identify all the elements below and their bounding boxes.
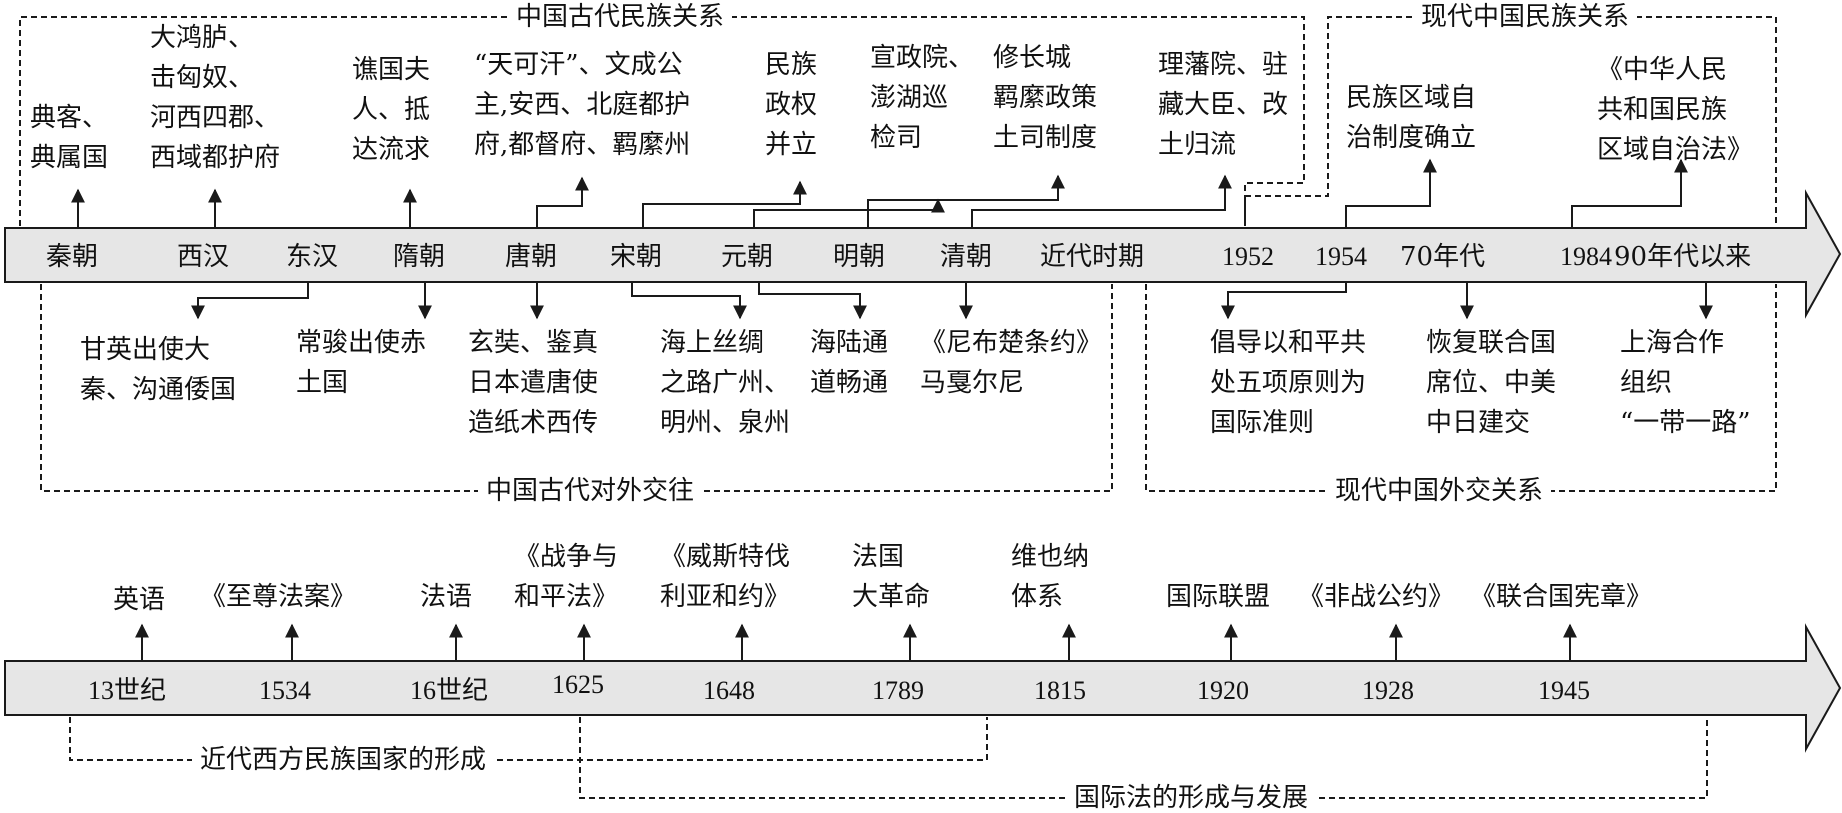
event-text: 谯国夫 人、抵 达流求 bbox=[352, 55, 431, 165]
event-text: 维也纳 体系 bbox=[1011, 542, 1090, 612]
event-text: 《联合国宪章》 bbox=[1470, 582, 1653, 612]
event-text: 海陆通 道畅通 bbox=[810, 328, 889, 398]
period-label: 13世纪 bbox=[88, 676, 167, 705]
arrow-tang-up bbox=[536, 176, 589, 228]
arrow-song-up bbox=[642, 180, 807, 228]
event-text: 上海合作 组织 “一带一路” bbox=[1620, 328, 1751, 438]
event-text: 法语 bbox=[420, 582, 473, 612]
period-label: 1952 bbox=[1222, 242, 1274, 271]
event-text: 英语 bbox=[113, 585, 166, 615]
timeline-band-1 bbox=[4, 189, 1842, 319]
event-text: 大鸿胪、 击匈奴、 河西四郡、 西域都护府 bbox=[150, 23, 281, 173]
frame-label-modern-foreign: 现代中国外交关系 bbox=[1327, 476, 1552, 506]
frame-label-ancient-foreign: 中国古代对外交往 bbox=[478, 476, 703, 506]
period-label: 16世纪 bbox=[410, 676, 489, 705]
period-label: 明朝 bbox=[833, 242, 886, 272]
event-text: 《战争与 和平法》 bbox=[514, 542, 619, 612]
period-label: 元朝 bbox=[721, 242, 774, 272]
arrow-donghan-down bbox=[191, 282, 309, 320]
timeline-band-2 bbox=[4, 623, 1842, 753]
period-label: 1534 bbox=[259, 676, 311, 705]
event-text: 宣政院、 澎湖巡 检司 bbox=[870, 43, 975, 153]
period-label: 1984 bbox=[1560, 242, 1612, 271]
event-text: 《中华人民 共和国民族 区域自治法》 bbox=[1597, 55, 1754, 165]
frame-modern-ethnic bbox=[1244, 16, 1777, 226]
period-label: 唐朝 bbox=[505, 242, 558, 272]
period-label: 东汉 bbox=[286, 242, 339, 272]
event-text: 倡导以和平共 处五项原则为 国际准则 bbox=[1210, 328, 1367, 438]
period-label: 秦朝 bbox=[46, 242, 99, 272]
period-label: 西汉 bbox=[177, 242, 230, 272]
event-text: 恢复联合国 席位、中美 中日建交 bbox=[1426, 328, 1557, 438]
period-label: 隋朝 bbox=[393, 242, 446, 272]
frame-label-modern-ethnic: 现代中国民族关系 bbox=[1413, 2, 1638, 32]
period-label: 1648 bbox=[703, 676, 755, 705]
period-label: 70年代 bbox=[1400, 242, 1486, 272]
arrow-yuan-up bbox=[753, 198, 945, 228]
arrow-ming-up bbox=[867, 174, 1065, 228]
event-text: 甘英出使大 秦、沟通倭国 bbox=[80, 335, 237, 405]
event-text: 《至尊法案》 bbox=[200, 582, 357, 612]
period-label: 1945 bbox=[1538, 676, 1590, 705]
event-text: 《非战公约》 bbox=[1298, 582, 1455, 612]
frame-western-nation bbox=[69, 717, 988, 761]
period-label: 1928 bbox=[1362, 676, 1414, 705]
frame-ancient-ethnic bbox=[19, 16, 1305, 226]
period-label: 1789 bbox=[872, 676, 924, 705]
event-text: “天可汗”、文成公 主,安西、北庭都护 府,都督府、羁縻州 bbox=[474, 50, 691, 160]
event-text: 《威斯特伐 利亚和约》 bbox=[660, 542, 791, 612]
period-label: 1625 bbox=[552, 670, 604, 699]
frame-label-intl-law: 国际法的形成与发展 bbox=[1066, 783, 1317, 813]
period-label: 1954 bbox=[1315, 242, 1367, 271]
period-label: 90年代以来 bbox=[1614, 242, 1752, 272]
event-text: 典客、 典属国 bbox=[30, 103, 109, 173]
event-text: 常骏出使赤 土国 bbox=[296, 328, 427, 398]
period-label: 近代时期 bbox=[1040, 242, 1145, 272]
period-label: 1815 bbox=[1034, 676, 1086, 705]
event-text: 理藩院、驻 藏大臣、改 土归流 bbox=[1158, 50, 1289, 160]
event-text: 民族区域自 治制度确立 bbox=[1346, 83, 1477, 153]
event-text: 《尼布楚条约》 马戛尔尼 bbox=[920, 328, 1103, 398]
frame-label-western-nation: 近代西方民族国家的形成 bbox=[192, 745, 495, 775]
arrow-yuan-down bbox=[758, 282, 867, 320]
arrow-1954-down bbox=[1221, 282, 1347, 320]
period-label: 清朝 bbox=[940, 242, 993, 272]
event-text: 玄奘、鉴真 日本遣唐使 造纸术西传 bbox=[468, 328, 599, 438]
period-label: 1920 bbox=[1197, 676, 1249, 705]
arrow-1984-up bbox=[1571, 158, 1688, 228]
event-text: 民族 政权 并立 bbox=[765, 50, 818, 160]
period-label: 宋朝 bbox=[610, 242, 663, 272]
arrow-qing-up bbox=[971, 174, 1232, 228]
event-text: 海上丝绸 之路广州、 明州、泉州 bbox=[660, 328, 791, 438]
event-text: 国际联盟 bbox=[1166, 582, 1271, 612]
event-text: 法国 大革命 bbox=[852, 542, 931, 612]
event-text: 修长城 羁縻政策 土司制度 bbox=[993, 43, 1098, 153]
arrow-song-down bbox=[631, 282, 747, 320]
arrow-1954-up bbox=[1345, 158, 1437, 228]
frame-label-ancient-ethnic: 中国古代民族关系 bbox=[508, 2, 733, 32]
